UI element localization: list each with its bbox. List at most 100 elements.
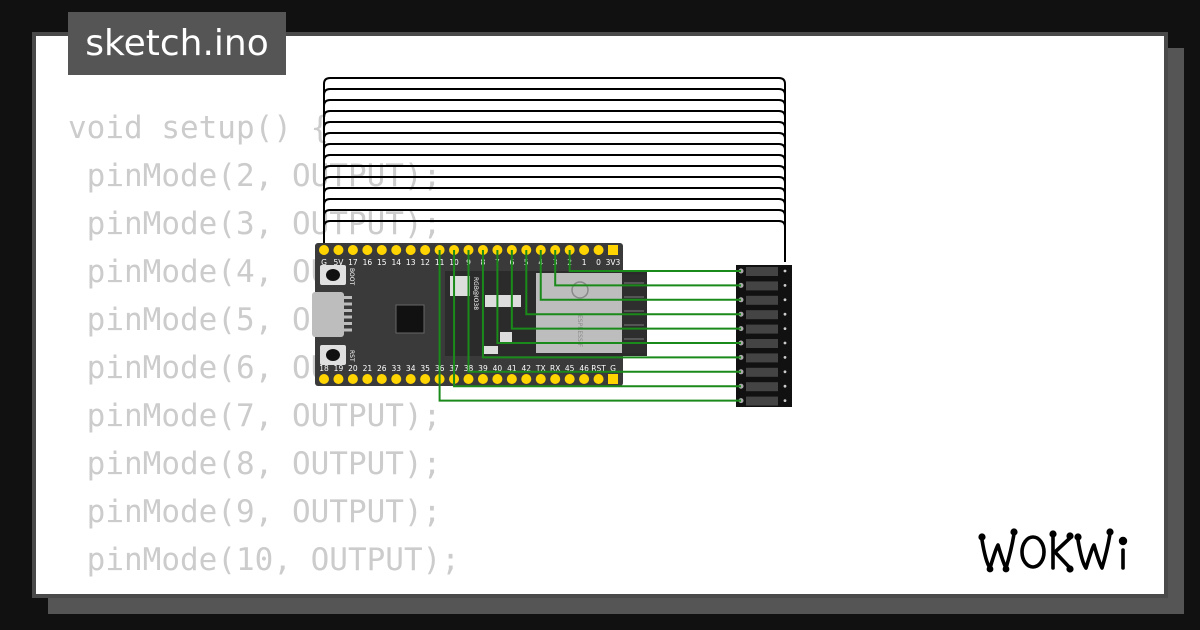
board-pin bbox=[333, 245, 344, 255]
board-pin bbox=[420, 374, 431, 384]
ground-wire bbox=[323, 143, 786, 262]
board-pin bbox=[463, 374, 474, 384]
code-line: pinMode(10, OUTPUT); bbox=[68, 542, 460, 578]
board-pin bbox=[362, 374, 373, 384]
ground-wire bbox=[323, 77, 786, 262]
module-label: ESPRESSIF bbox=[576, 315, 583, 348]
header-pin-dot bbox=[783, 341, 787, 345]
pin-label: 46 bbox=[579, 364, 589, 373]
ground-wire bbox=[323, 110, 786, 262]
pin-label: RST bbox=[591, 364, 606, 373]
header-pin-dot bbox=[783, 327, 787, 330]
code-line: pinMode(9, OUTPUT); bbox=[68, 494, 442, 530]
board-pin bbox=[535, 374, 546, 384]
button-cap bbox=[326, 349, 340, 361]
signal-wire bbox=[525, 250, 741, 316]
signal-wire bbox=[438, 250, 741, 402]
board-pin bbox=[477, 374, 488, 384]
code-line: void setup() { bbox=[68, 110, 330, 146]
pin-header-connector[interactable] bbox=[736, 265, 792, 407]
board-pin bbox=[506, 374, 517, 384]
antenna-trace bbox=[624, 296, 644, 298]
component bbox=[500, 332, 512, 342]
board-pin bbox=[593, 245, 604, 255]
pin-label: 3V3 bbox=[606, 258, 621, 267]
code-line: pinMode(8, OUTPUT); bbox=[68, 446, 442, 482]
header-slot bbox=[746, 353, 778, 363]
pin-label: 35 bbox=[420, 364, 430, 373]
board-pin bbox=[521, 374, 532, 384]
board-pin bbox=[333, 374, 344, 384]
antenna-trace bbox=[624, 310, 644, 312]
pin-label: 17 bbox=[348, 258, 358, 267]
pin-label: 26 bbox=[377, 364, 387, 373]
header-slot bbox=[746, 267, 778, 276]
pin-label: 45 bbox=[565, 364, 575, 373]
code-line: pinMode(11, OUTPUT); bbox=[68, 584, 460, 594]
signal-wire bbox=[568, 250, 741, 272]
board-pin bbox=[319, 245, 329, 255]
board-pin bbox=[391, 245, 402, 255]
usb-pin bbox=[344, 315, 352, 319]
ground-wire bbox=[323, 198, 786, 260]
signal-wires bbox=[438, 250, 741, 402]
header-slot bbox=[746, 382, 778, 392]
pin-label: 19 bbox=[334, 364, 344, 373]
board-pin bbox=[492, 374, 503, 384]
board-pin bbox=[593, 374, 604, 384]
code-line: pinMode(3, OUTPUT); bbox=[68, 206, 442, 242]
usb-pin bbox=[344, 296, 352, 299]
pin-label: 21 bbox=[363, 364, 373, 373]
rgb-label: RGB@IO38 bbox=[472, 277, 479, 310]
header-slot bbox=[746, 396, 778, 406]
component bbox=[484, 346, 498, 354]
board-pin bbox=[347, 245, 358, 255]
header-pin-dot bbox=[783, 384, 787, 388]
ground-wire bbox=[323, 88, 786, 261]
header-pin-dot bbox=[783, 284, 787, 287]
header-slot bbox=[746, 339, 778, 348]
pin-label: 39 bbox=[478, 364, 488, 373]
pin-label: G bbox=[610, 364, 616, 373]
ground-wire bbox=[323, 154, 786, 261]
antenna-trace bbox=[624, 338, 644, 340]
board-pin bbox=[405, 245, 416, 255]
header-slot bbox=[746, 324, 778, 334]
signal-wire bbox=[481, 250, 741, 359]
pin-label: 13 bbox=[406, 258, 416, 267]
ground-wire bbox=[323, 209, 786, 262]
pin-label: G bbox=[321, 258, 327, 267]
ground-wire bbox=[323, 132, 786, 260]
pin-label: 20 bbox=[348, 364, 358, 373]
board-pin bbox=[319, 374, 329, 384]
signal-wire bbox=[510, 250, 741, 330]
header-slot bbox=[746, 310, 778, 320]
header-pin-dot bbox=[783, 370, 787, 374]
usb-pin bbox=[344, 302, 352, 306]
board-pin bbox=[376, 374, 387, 384]
header-slot bbox=[746, 295, 778, 305]
header-slot bbox=[746, 367, 778, 377]
ground-wire bbox=[323, 187, 786, 261]
header-slot bbox=[746, 281, 778, 291]
ground-wire bbox=[323, 99, 786, 260]
antenna-trace bbox=[624, 282, 644, 284]
pin-label: 5V bbox=[333, 258, 344, 267]
board-pin bbox=[550, 374, 561, 384]
ground-wire bbox=[323, 220, 786, 261]
ground-wire bbox=[323, 176, 786, 262]
pin-label: 18 bbox=[319, 364, 329, 373]
pin-label: 42 bbox=[522, 364, 532, 373]
signal-wire bbox=[453, 250, 741, 388]
ground-wire bbox=[323, 165, 786, 260]
header-pin-dot bbox=[783, 269, 787, 273]
board-pin bbox=[405, 374, 416, 384]
file-tab[interactable]: sketch.ino bbox=[68, 12, 286, 75]
pin-label: 33 bbox=[391, 364, 401, 373]
ground-wires bbox=[323, 77, 786, 262]
pin-label: 14 bbox=[391, 258, 401, 267]
board-pin bbox=[391, 374, 402, 384]
ground-wire bbox=[323, 121, 786, 261]
pin-label: 15 bbox=[377, 258, 387, 267]
